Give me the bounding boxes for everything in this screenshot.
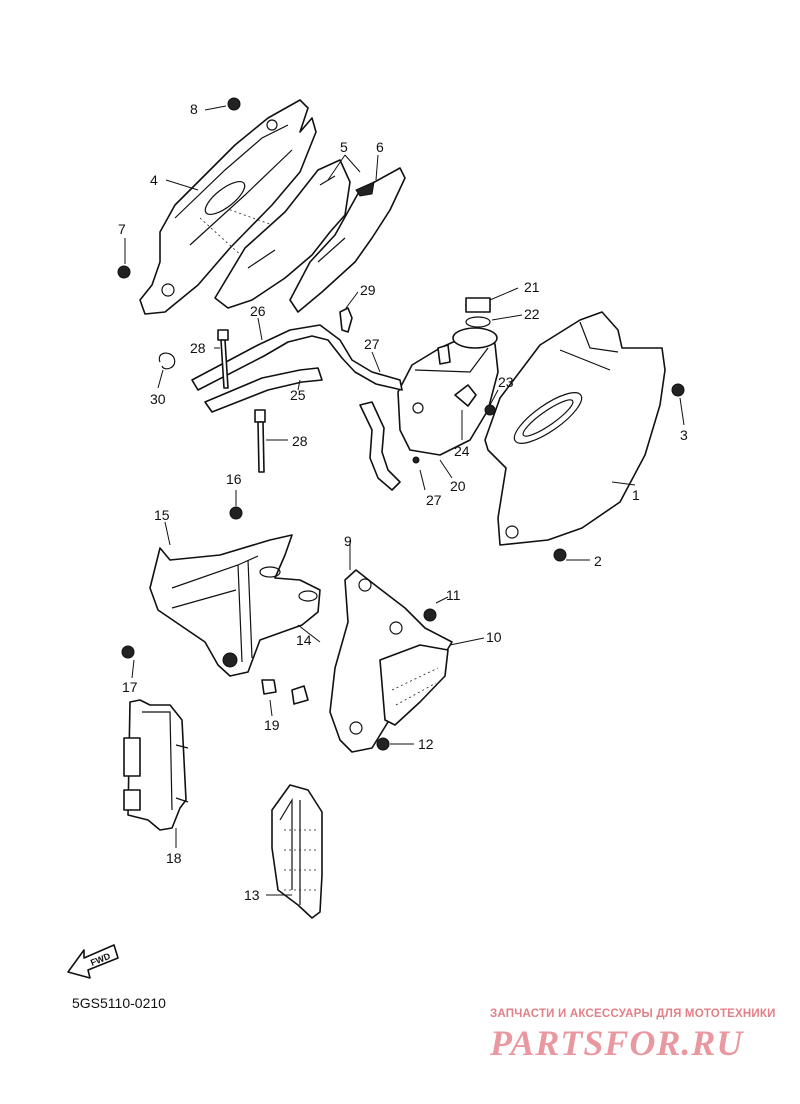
callout-1: 1 bbox=[632, 487, 640, 503]
callout-21: 21 bbox=[524, 279, 540, 295]
callout-11: 11 bbox=[446, 587, 461, 603]
part-10-louver bbox=[379, 644, 449, 726]
part-25-26-27-hoses bbox=[191, 324, 403, 491]
callout-10: 10 bbox=[486, 629, 502, 645]
callout-14: 14 bbox=[296, 632, 312, 648]
callout-19: 19 bbox=[264, 717, 280, 733]
part-5-inner-panel bbox=[214, 159, 351, 309]
part-30-clamp bbox=[158, 352, 176, 370]
part-6-inner-panel bbox=[289, 167, 406, 313]
part-19-clip bbox=[261, 679, 309, 705]
callout-3: 3 bbox=[680, 427, 688, 443]
callout-12: 12 bbox=[418, 736, 434, 752]
part-13-radiator-grille bbox=[271, 784, 323, 919]
callout-30: 30 bbox=[150, 391, 166, 407]
callout-27: 27 bbox=[364, 336, 380, 352]
callout-18: 18 bbox=[166, 850, 182, 866]
watermark-logo: PARTSFOR.RU bbox=[490, 1023, 744, 1063]
leader-lines bbox=[124, 105, 685, 896]
part-28-cable-tie bbox=[217, 329, 266, 473]
callout-17: 17 bbox=[122, 679, 138, 695]
part-1-right-side-cover bbox=[484, 311, 666, 546]
part-18-radiator bbox=[123, 699, 189, 831]
callout-22: 22 bbox=[524, 306, 540, 322]
callout-13: 13 bbox=[244, 887, 260, 903]
watermark-tagline: ЗАПЧАСТИ И АКСЕССУАРЫ ДЛЯ МОТОТЕХНИКИ bbox=[490, 1008, 776, 1020]
callout-29: 29 bbox=[360, 282, 376, 298]
callout-7: 7 bbox=[118, 221, 126, 237]
callout-6: 6 bbox=[376, 139, 384, 155]
callout-24: 24 bbox=[454, 443, 470, 459]
bolt-fasteners bbox=[117, 97, 685, 751]
diagram-code: 5GS5110-0210 bbox=[72, 995, 166, 1011]
callout-labels: 1 2 3 4 5 6 7 8 9 10 11 12 13 14 15 16 1… bbox=[118, 101, 688, 903]
callout-16: 16 bbox=[226, 471, 242, 487]
callout-20: 20 bbox=[450, 478, 466, 494]
callout-25: 25 bbox=[290, 387, 306, 403]
callout-2: 2 bbox=[594, 553, 602, 569]
callout-4: 4 bbox=[150, 172, 158, 188]
callout-28b: 28 bbox=[292, 433, 308, 449]
part-29-clip bbox=[339, 307, 353, 333]
callout-9: 9 bbox=[344, 533, 352, 549]
callout-27b: 27 bbox=[426, 492, 442, 508]
callout-15: 15 bbox=[154, 507, 170, 523]
callout-23: 23 bbox=[498, 374, 514, 390]
callout-5: 5 bbox=[340, 139, 348, 155]
part-20-reservoir-tank bbox=[397, 297, 499, 456]
fwd-arrow-icon: FWD bbox=[67, 944, 119, 979]
callout-8: 8 bbox=[190, 101, 198, 117]
callout-28: 28 bbox=[190, 340, 206, 356]
part-15-radiator-guard bbox=[149, 534, 321, 677]
callout-26: 26 bbox=[250, 303, 266, 319]
